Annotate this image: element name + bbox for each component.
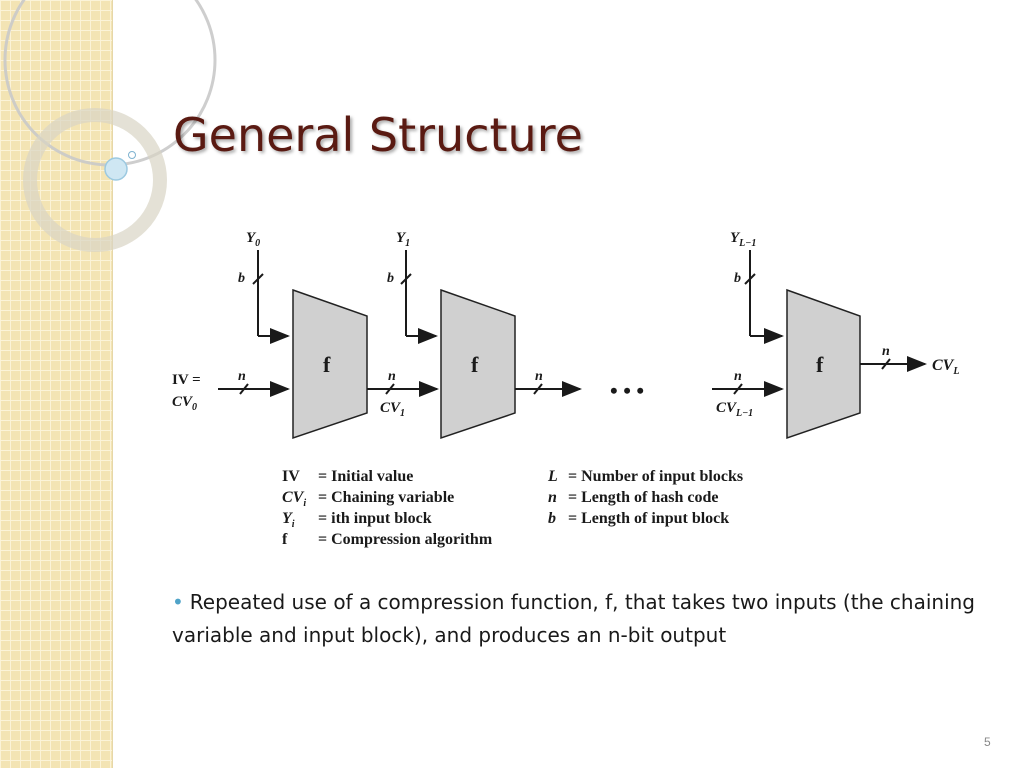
svg-text:n: n [535,369,543,384]
svg-text:n: n [734,369,742,384]
svg-text:n: n [238,369,246,384]
svg-text:b: b [238,271,245,286]
svg-text:CV0: CV0 [172,394,197,413]
svg-text:Yi: Yi [282,510,295,530]
chain-arrow-3: n CVL−1 [712,369,784,419]
compression-block-1: Y0 b f IV = CV0 n [172,230,368,440]
svg-text:Y0: Y0 [246,230,260,249]
decorative-rings [3,0,217,252]
svg-text:CVL: CVL [932,357,959,377]
bullet-text: Repeated use of a compression function, … [172,590,976,647]
svg-text:= ith input block: = ith input block [318,510,432,527]
output-arrow: n CVL [860,344,959,377]
svg-text:CVi: CVi [282,489,306,509]
ring-dot-large [104,157,128,181]
svg-text:f: f [816,352,824,377]
slide-title: General Structure [173,108,583,162]
legend-right: L = Number of input blocks n = Length of… [547,468,743,527]
svg-text:= Compression algorithm: = Compression algorithm [318,531,493,548]
page-number: 5 [984,735,991,749]
svg-text:n: n [548,489,557,506]
ellipsis: • • • [610,378,644,403]
svg-text:b: b [734,271,741,286]
ring-dot-small [128,151,136,159]
chain-arrow-1: n CV1 [367,369,439,419]
svg-text:f: f [471,352,479,377]
svg-text:b: b [387,271,394,286]
svg-text:YL−1: YL−1 [730,230,756,249]
svg-text:b: b [548,510,556,527]
svg-text:CVL−1: CVL−1 [716,400,753,419]
bullet-point: •Repeated use of a compression function,… [172,586,992,652]
bullet-dot-icon: • [172,590,184,614]
svg-text:= Initial value: = Initial value [318,468,413,485]
svg-text:n: n [882,344,890,359]
chain-arrow-2: n [515,369,582,397]
svg-text:IV: IV [282,468,300,485]
svg-text:f: f [323,352,331,377]
svg-text:= Chaining variable: = Chaining variable [318,489,454,506]
svg-text:n: n [388,369,396,384]
svg-text:L: L [547,468,558,485]
compression-block-3: YL−1 b f [730,230,861,440]
svg-text:IV =: IV = [172,372,201,388]
svg-text:= Number of input blocks: = Number of input blocks [568,468,743,485]
svg-text:= Length of hash code: = Length of hash code [568,489,718,506]
svg-text:Y1: Y1 [396,230,410,249]
hash-structure-diagram: Y0 b f IV = CV0 n n CV1 Y1 b f n • • • [172,230,959,548]
legend-left: IV = Initial value CVi = Chaining variab… [282,468,493,548]
svg-text:CV1: CV1 [380,400,405,419]
svg-text:f: f [282,531,288,548]
svg-text:= Length of input block: = Length of input block [568,510,729,527]
compression-block-2: Y1 b f [387,230,516,440]
